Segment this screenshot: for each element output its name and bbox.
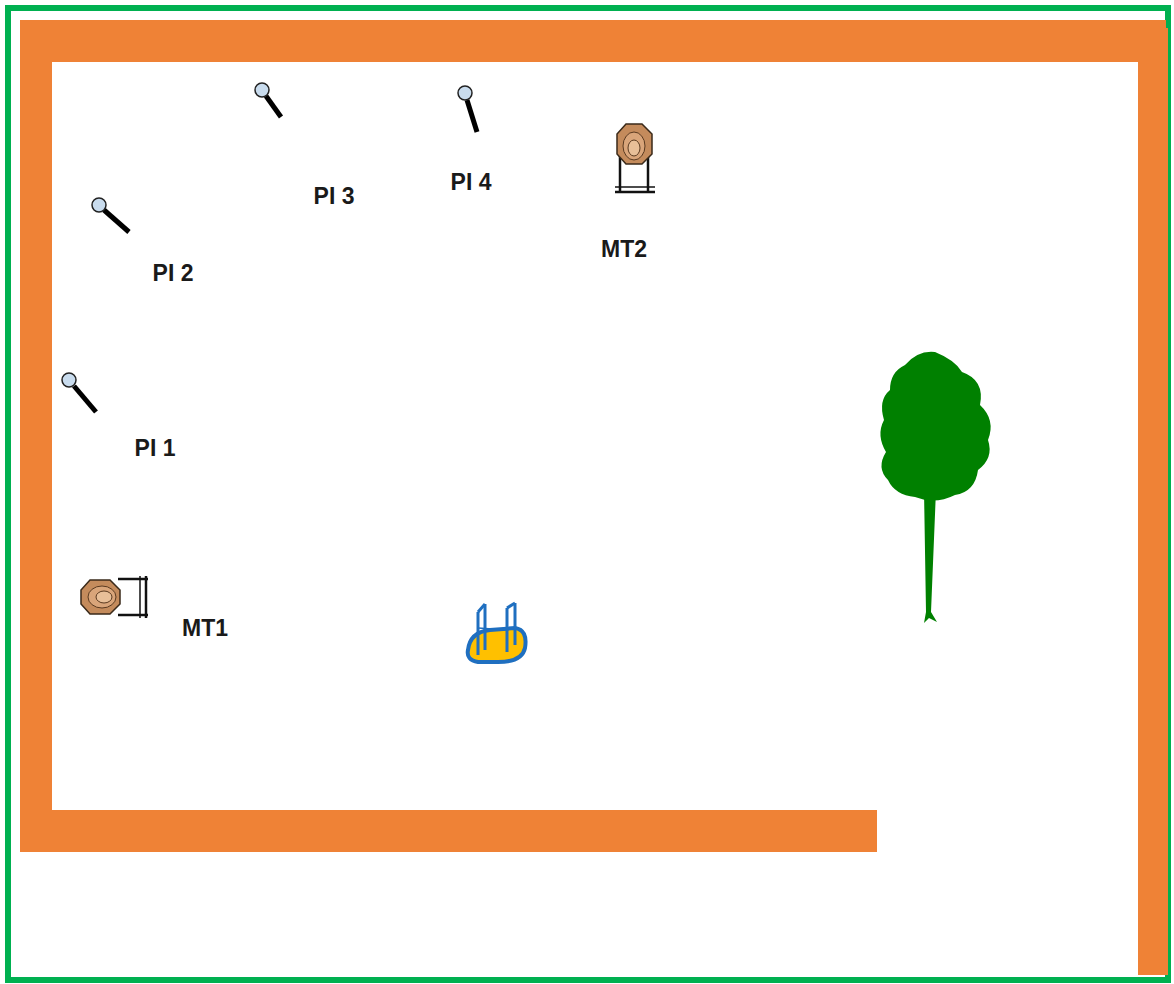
magnifier-icon	[458, 86, 477, 132]
plot-label: PI 4	[451, 170, 492, 195]
target-ring	[88, 586, 116, 608]
fence-left	[20, 20, 52, 852]
stand-post	[139, 576, 141, 618]
magnifier-icon	[62, 373, 96, 412]
fence-top	[20, 20, 1166, 62]
magnifier-lens	[62, 373, 76, 387]
target-ring	[623, 132, 645, 160]
frame-bar	[478, 604, 485, 612]
target-ring	[628, 140, 640, 156]
fence-right	[1138, 28, 1168, 975]
magnifier-icon	[92, 198, 129, 232]
frame-bar	[478, 628, 507, 630]
magnifier-lens	[458, 86, 472, 100]
stand-post	[145, 576, 148, 618]
frame-post	[514, 603, 517, 645]
target-face	[617, 124, 652, 164]
magnifier-handle	[266, 96, 281, 117]
target-face	[81, 580, 120, 614]
target-icon	[615, 124, 655, 193]
play-base	[468, 628, 526, 662]
target-label: MT1	[182, 616, 228, 641]
target-ring	[96, 591, 112, 603]
magnifier-handle	[74, 386, 96, 412]
stand-bar	[118, 578, 148, 581]
magnifier-handle	[104, 210, 129, 232]
frame-bar	[507, 603, 515, 608]
site-boundary	[8, 8, 1168, 980]
fence-bottom	[20, 810, 877, 852]
play-frame	[478, 603, 515, 655]
frame-post	[477, 612, 480, 655]
plot-label: PI 2	[153, 261, 194, 286]
fence-group	[20, 20, 1168, 975]
frame-post	[484, 604, 487, 650]
stand-bar	[118, 614, 148, 617]
plot-label: PI 3	[314, 184, 355, 209]
tree-crown	[880, 352, 990, 501]
magnifier-group	[62, 83, 477, 412]
target-icon	[81, 576, 148, 618]
magnifier-handle	[467, 100, 477, 132]
tree	[880, 352, 990, 623]
stand-bar	[615, 191, 655, 194]
plot-label: PI 1	[135, 436, 176, 461]
magnifier-lens	[92, 198, 106, 212]
target-label: MT2	[601, 237, 647, 262]
play-equipment	[468, 603, 526, 662]
magnifier-lens	[255, 83, 269, 97]
tree-trunk	[924, 490, 937, 623]
magnifier-icon	[255, 83, 281, 117]
stand-bar	[615, 186, 655, 188]
target-stand	[118, 576, 148, 618]
